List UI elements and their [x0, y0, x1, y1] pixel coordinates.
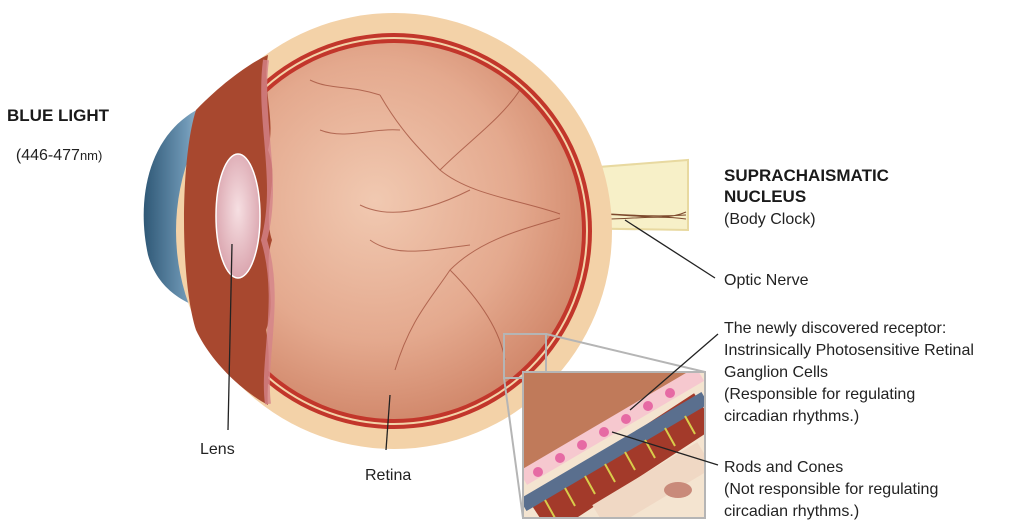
iprgc-line2: Instrinsically Photosensitive Retinal — [724, 341, 974, 360]
scn-title-line1: SUPRACHAISMATIC — [724, 166, 889, 185]
rods-cones-line2: (Not responsible for regulating — [724, 480, 938, 499]
retina-inset — [523, 372, 705, 518]
blue-light-range-value: (446-477 — [16, 147, 80, 164]
lens-label: Lens — [200, 440, 235, 459]
blue-light-title: BLUE LIGHT — [7, 106, 109, 125]
iprgc-line1: The newly discovered receptor: — [724, 319, 946, 338]
blue-light-range-unit: nm) — [80, 148, 102, 163]
scn-title-line2: NUCLEUS — [724, 187, 806, 206]
lens — [216, 154, 260, 278]
optic-nerve-label: Optic Nerve — [724, 271, 808, 290]
rods-cones-line1: Rods and Cones — [724, 458, 843, 477]
retina-label: Retina — [365, 466, 411, 485]
rods-cones-line3: circadian rhythms.) — [724, 502, 859, 521]
iprgc-line4: (Responsible for regulating — [724, 385, 915, 404]
scn-subtitle: (Body Clock) — [724, 210, 816, 229]
iprgc-line5: circadian rhythms.) — [724, 407, 859, 426]
blue-light-range: (446-477nm) — [7, 127, 102, 165]
iprgc-line3: Ganglion Cells — [724, 363, 828, 382]
